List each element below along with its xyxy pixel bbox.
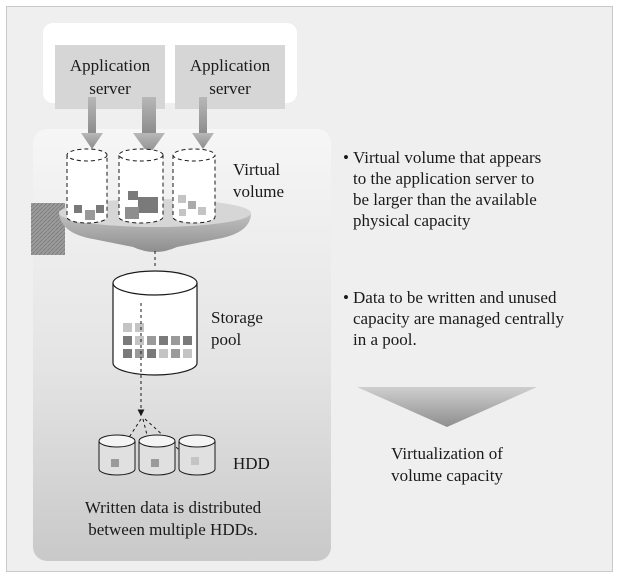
bullet-line: in a pool. — [353, 330, 417, 349]
server-label-line2: server — [89, 79, 131, 98]
virtual-volume-label-line2: volume — [233, 182, 284, 201]
server-arrow — [192, 97, 214, 149]
bullet-line: Virtual volume that appears — [353, 148, 542, 167]
bullet-line: to the application server to — [353, 169, 535, 188]
bullet-line: physical capacity — [353, 211, 471, 230]
bullet-pool-management: • Data to be written and unused capacity… — [343, 287, 564, 350]
storage-pool-label-line2: pool — [211, 330, 242, 349]
result-caption: Virtualization of volume capacity — [357, 443, 537, 487]
distribution-caption-line1: Written data is distributed — [84, 498, 262, 517]
storage-illustration — [31, 97, 537, 476]
virtual-volume-cylinder — [172, 148, 216, 224]
data-blocks — [74, 191, 206, 220]
storage-pool-label: Storage pool — [211, 307, 263, 351]
server-label-line2: server — [209, 79, 251, 98]
server-arrow — [133, 97, 165, 155]
background-block — [31, 203, 65, 255]
result-arrow — [357, 387, 537, 427]
bullet-line: Data to be written and unused — [353, 288, 557, 307]
server-label-line1: Application — [69, 56, 151, 75]
bullet-line: be larger than the available — [353, 190, 537, 209]
application-server-panel: Application server Application server — [43, 23, 297, 109]
server-label-line1: Application — [189, 56, 271, 75]
bullet-dot: • — [343, 288, 349, 307]
bullet-virtual-volume: • Virtual volume that appears to the app… — [343, 147, 542, 231]
distribution-caption-line2: between multiple HDDs. — [88, 520, 258, 539]
server-arrow — [81, 97, 103, 149]
hdd-cylinder — [98, 434, 136, 476]
distribution-caption: Written data is distributed between mult… — [43, 497, 303, 541]
hdd-cylinder — [138, 434, 176, 476]
virtual-volume-label: Virtual volume — [233, 159, 284, 203]
hdd-label: HDD — [233, 454, 270, 473]
storage-pool-label-line1: Storage — [211, 308, 263, 327]
result-caption-line1: Virtualization of — [391, 444, 503, 463]
hdd-cylinder — [178, 434, 216, 476]
hdd-data-block — [191, 457, 199, 465]
diagram-frame: Application server Application server — [6, 6, 613, 572]
application-server-box: Application server — [175, 45, 285, 109]
bullet-dot: • — [343, 148, 349, 167]
storage-pool-cylinder — [112, 270, 198, 376]
result-caption-line2: volume capacity — [391, 466, 503, 485]
virtual-volume-label-line1: Virtual — [233, 160, 281, 179]
pool-data-blocks — [123, 323, 192, 358]
bullet-line: capacity are managed centrally — [353, 309, 564, 328]
hdd-data-block — [111, 459, 119, 467]
hdd-data-block — [151, 459, 159, 467]
